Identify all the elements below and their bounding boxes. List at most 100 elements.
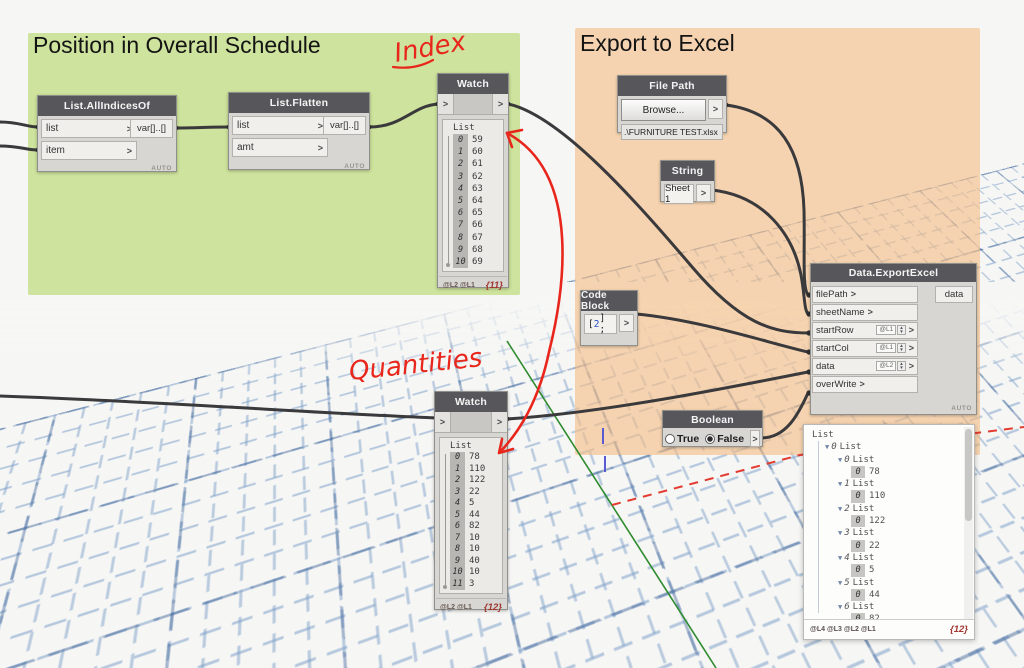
tree-label: List (852, 552, 875, 563)
output-port-chevron[interactable]: > (491, 412, 507, 432)
node-header[interactable]: Watch (438, 74, 508, 94)
tree-row[interactable]: ▼ 5 List (812, 577, 972, 589)
string-value[interactable]: Sheet 1 (664, 183, 694, 205)
input-port[interactable]: sheetName ▲▼ > (812, 304, 918, 321)
collapse-arrow-icon[interactable]: ▼ (838, 455, 843, 464)
input-port-list[interactable]: list > (232, 116, 328, 135)
item-value: 78 (469, 452, 480, 462)
output-port-var[interactable]: var[]..[] (323, 116, 366, 135)
tree-row[interactable]: ▼ 1 List (812, 478, 972, 490)
lacing-levels[interactable]: @L2 @L1 (443, 282, 475, 289)
output-port-chevron[interactable]: > (619, 314, 634, 332)
group-title-export[interactable]: Export to Excel (580, 30, 735, 56)
tree-row[interactable]: 0 22 (812, 539, 972, 552)
tree-row[interactable]: 0 110 (812, 490, 972, 503)
index-badge: 0 (453, 134, 468, 147)
tree-row[interactable]: 0 122 (812, 515, 972, 528)
collapse-arrow-icon[interactable]: ▼ (838, 504, 843, 513)
tree-row[interactable]: 0 78 (812, 465, 972, 479)
input-port[interactable]: overWrite ▲▼ > (812, 376, 918, 393)
node-list-flatten[interactable]: List.Flatten list > amt > var[]..[] AUTO (228, 92, 370, 170)
node-header[interactable]: Watch (435, 392, 507, 412)
tree-index: 6 (844, 602, 850, 613)
tree-row[interactable]: ▼ 0 List (812, 454, 972, 466)
collapse-arrow-icon[interactable]: ▼ (838, 480, 843, 489)
port-chevron-icon: > (908, 343, 914, 354)
tree-row[interactable]: ▼ 2 List (812, 503, 972, 515)
lacing-level-box[interactable]: @L1 (876, 343, 897, 354)
collapse-arrow-icon[interactable]: ▼ (825, 443, 830, 452)
code-block-code[interactable]: [2] ; (584, 313, 617, 335)
index-badge: 8 (453, 231, 468, 244)
tree-row[interactable]: 0 82 (812, 613, 972, 619)
node-list-allindicesof[interactable]: List.AllIndicesOf list > item > var[]..[… (37, 95, 177, 172)
node-header[interactable]: Code Block (581, 290, 637, 312)
node-watch-index[interactable]: Watch > > List 0 59 1 60 2 61 (437, 73, 509, 291)
lacing-label[interactable]: AUTO (344, 163, 365, 170)
port-label: amt (237, 142, 254, 153)
node-header[interactable]: String (661, 161, 714, 181)
tree-row[interactable]: ▼ 3 List (812, 527, 972, 539)
input-port[interactable]: startRow @L1 ▲▼ > (812, 322, 918, 339)
tree-row[interactable]: 0 44 (812, 588, 972, 602)
lacing-levels[interactable]: @L2 @L1 (440, 604, 472, 611)
collapse-arrow-icon[interactable]: ▼ (838, 553, 843, 562)
item-value: 78 (869, 466, 880, 477)
lacing-level-box[interactable]: @L2 (876, 361, 897, 372)
radio-false[interactable]: False (705, 433, 744, 445)
node-header[interactable]: Boolean (663, 411, 762, 428)
input-port-list[interactable]: list > (41, 119, 137, 138)
input-port[interactable]: data @L2 ▲▼ > (812, 358, 918, 375)
collapse-arrow-icon[interactable]: ▼ (838, 578, 843, 587)
group-title-position[interactable]: Position in Overall Schedule (33, 32, 321, 58)
tree-row[interactable]: ▼ 4 List (812, 552, 972, 564)
tree-label: List (852, 503, 875, 514)
lacing-level-box[interactable]: @L1 (876, 325, 897, 336)
scrollbar-track[interactable] (964, 427, 973, 619)
node-string[interactable]: String Sheet 1 > (660, 160, 715, 205)
output-port-chevron[interactable]: > (492, 94, 508, 114)
node-data-exportexcel[interactable]: Data.ExportExcel filePath ▲▼ > sheetName… (810, 263, 977, 415)
tree-row[interactable]: List (812, 429, 972, 441)
node-code-block[interactable]: Code Block [2] ; > (580, 290, 638, 346)
input-port-chevron[interactable]: > (438, 94, 454, 114)
scrollbar-thumb[interactable] (965, 429, 972, 521)
tree-row[interactable]: ▼ 0 List (812, 441, 972, 453)
lacing-label[interactable]: AUTO (951, 405, 972, 412)
collapse-arrow-icon[interactable]: ▼ (838, 603, 843, 612)
input-port-amt[interactable]: amt > (232, 138, 328, 157)
lacing-label[interactable]: AUTO (151, 165, 172, 172)
spinner-icon[interactable]: ▲▼ (897, 361, 906, 372)
output-port-chevron[interactable]: > (708, 99, 723, 119)
tree-row[interactable]: ▼ 6 List (812, 601, 972, 613)
spinner-icon[interactable]: ▲▼ (897, 325, 906, 336)
output-port-var[interactable]: var[]..[] (130, 119, 173, 138)
output-port-data[interactable]: data (935, 286, 973, 303)
port-label: list (46, 123, 59, 134)
node-body: list > item > var[]..[] AUTO (38, 116, 176, 174)
tree-row[interactable]: 0 5 (812, 564, 972, 577)
code-text: ] ; (599, 313, 606, 335)
index-badge: 0 (851, 515, 865, 528)
input-port-item[interactable]: item > (41, 141, 137, 160)
node-header[interactable]: File Path (618, 76, 726, 96)
browse-button[interactable]: Browse... (621, 99, 706, 121)
input-port-chevron[interactable]: > (435, 412, 451, 432)
collapse-arrow-icon[interactable]: ▼ (838, 529, 843, 538)
node-header[interactable]: List.AllIndicesOf (38, 96, 176, 116)
node-header[interactable]: List.Flatten (229, 93, 369, 113)
item-value: 44 (869, 589, 880, 600)
lacing-levels[interactable]: @L4 @L3 @L2 @L1 (810, 626, 876, 633)
output-port-chevron[interactable]: > (696, 184, 711, 202)
tree-label: List (852, 528, 875, 539)
input-port[interactable]: filePath ▲▼ > (812, 286, 918, 303)
spinner-icon[interactable]: ▲▼ (897, 343, 906, 354)
radio-true[interactable]: True (665, 433, 699, 445)
input-port[interactable]: startCol @L1 ▲▼ > (812, 340, 918, 357)
node-watch-quantities[interactable]: Watch > > List 0 78 1 110 2 122 (434, 391, 508, 613)
data-preview-panel[interactable]: List ▼ 0 List ▼ 0 List (803, 424, 975, 640)
output-port-chevron[interactable]: > (750, 430, 760, 447)
node-boolean[interactable]: Boolean True False > (662, 410, 763, 447)
node-header[interactable]: Data.ExportExcel (811, 264, 976, 282)
node-file-path[interactable]: File Path Browse... > .\FURNITURE TEST.x… (617, 75, 727, 140)
